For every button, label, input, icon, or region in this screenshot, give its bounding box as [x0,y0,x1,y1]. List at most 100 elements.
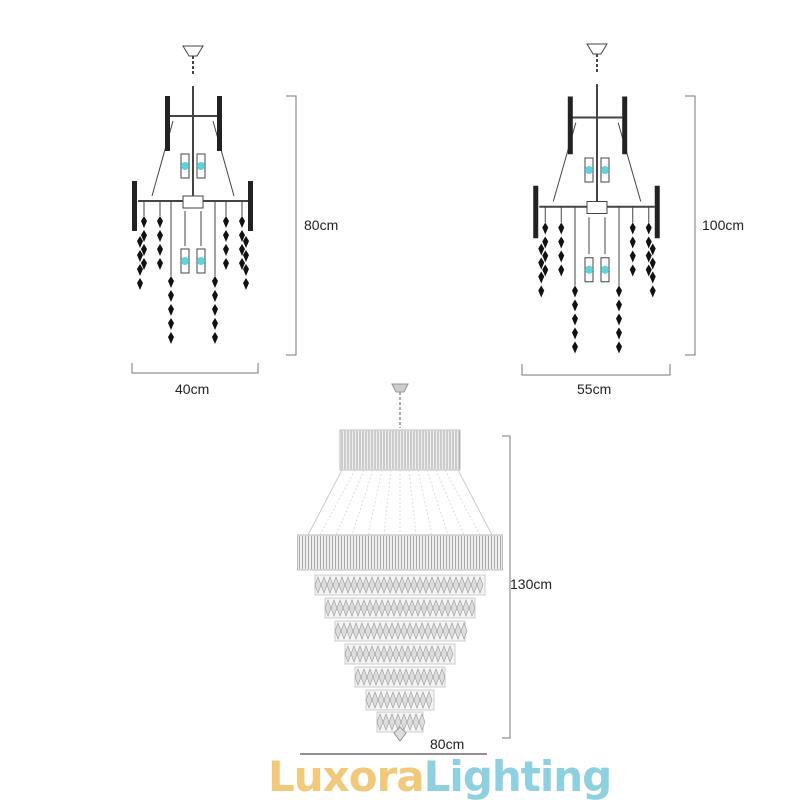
crystal-prism [446,645,454,663]
crystal-drop [137,250,143,262]
crystal-drop [645,236,652,249]
crystal-prism [440,576,448,594]
crystal-drop [538,257,545,270]
crystal-drop [223,244,229,256]
chandelier-3-drawing [297,383,503,742]
crystal-prism [401,691,409,709]
crystal-prism [419,691,427,709]
crystal-drop [558,264,565,277]
crystal-prism [406,622,414,640]
crystal-prism [422,576,430,594]
crystal-drop [616,313,622,326]
bulb [197,162,205,170]
crystal-prism [396,668,404,686]
crystal-drop [239,244,245,256]
crystal-strand [367,469,383,536]
crystal-prism [390,599,398,617]
crystal-strand [351,469,374,536]
crystal-drop [157,244,163,256]
crystal-strand [408,469,417,536]
crystal-drop [616,327,622,340]
ceiling-canopy [586,43,608,55]
crystal-drop [542,264,549,277]
crystal-drop [572,285,578,298]
width-label-2: 55cm [577,381,612,397]
crystal-drop [157,230,163,242]
glass-panel [132,181,137,231]
crystal-prism [394,622,402,640]
crystal-prism [372,599,380,617]
crystal-drop [649,257,656,270]
crystal-prism [404,576,412,594]
crystal-prism [438,599,446,617]
chandelier-1-drawing [132,45,253,344]
crystal-drop [616,299,622,312]
crystal-prism [388,713,396,731]
crystal-prism [358,622,366,640]
crystal-prism [398,645,406,663]
glass-panel [654,185,660,239]
crystal-prism [420,599,428,617]
crystal-prism [424,622,432,640]
crystal-prism [470,576,478,594]
crystal-drop [243,278,249,290]
crystal-strand [335,469,365,536]
crystal-drop [572,313,578,326]
crystal-drop [243,250,249,262]
crystal-drop [538,271,545,284]
crystal-prism [390,668,398,686]
crystal-prism [378,668,386,686]
glass-panel [217,96,222,151]
crystal-prism [414,668,422,686]
crystal-drop [223,230,229,242]
crystal-drop [629,264,636,277]
crystal-prism [330,599,338,617]
crystal-prism [392,576,400,594]
crystal-drop [168,290,174,302]
crystal-drop [558,236,565,249]
crystal-prism [326,576,334,594]
crystal-prism [362,645,370,663]
crystal-drop [168,332,174,344]
crystal-drop [572,299,578,312]
crystal-prism [428,576,436,594]
crystal-prism [380,645,388,663]
crystal-prism [416,645,424,663]
crystal-prism [464,576,472,594]
crystal-strand [383,469,392,536]
crystal-prism [407,691,415,709]
crystal-drop [168,318,174,330]
crystal-prism [370,622,378,640]
crystal-prism [438,668,446,686]
height-bracket-2 [685,95,696,356]
crystal-prism [422,645,430,663]
crystal-drop [239,216,245,228]
crystal-prism [404,645,412,663]
crystal-prism [354,668,362,686]
crystal-drop [572,327,578,340]
height-label-3: 130cm [510,576,553,592]
crystal-prism [320,576,328,594]
bulb [585,265,593,274]
crystal-drop [212,318,218,330]
crystal-prism [410,576,418,594]
crystal-prism [380,576,388,594]
crystal-prism [448,622,456,640]
crystal-drop [157,258,163,270]
crystal-prism [402,599,410,617]
crystal-prism [384,668,392,686]
crystal-prism [395,691,403,709]
crystal-prism [338,576,346,594]
crystal-drop [243,264,249,276]
center-hub [586,201,608,214]
crystal-prism [352,622,360,640]
crystal-prism [360,668,368,686]
crystal-prism [444,599,452,617]
crystal-drop [212,290,218,302]
crystal-drop [137,236,143,248]
crystal-drop [572,341,578,354]
crystal-prism [340,622,348,640]
crystal-prism [314,576,322,594]
crystal-prism [382,622,390,640]
